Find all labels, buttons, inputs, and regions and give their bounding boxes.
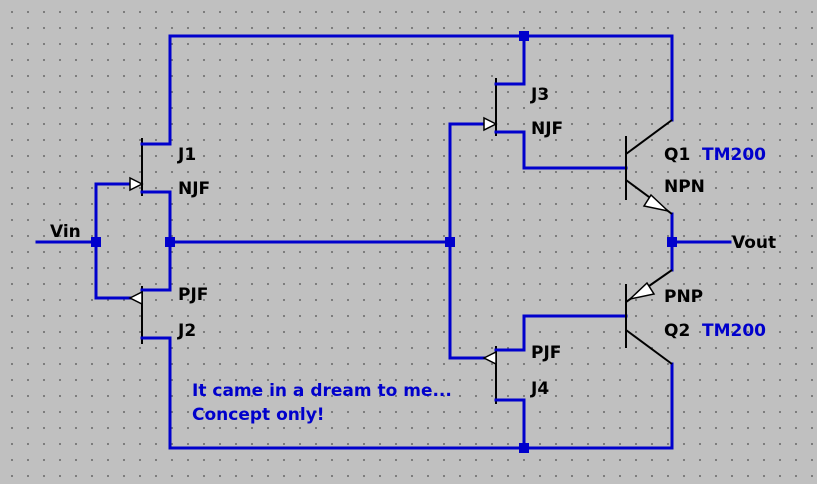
wire-j3-source-q1-base[interactable] (522, 130, 628, 170)
jfet-j3[interactable] (483, 78, 526, 136)
junction-j1-j2-source (165, 237, 175, 247)
junction-top-rail (519, 31, 529, 41)
j2-drain-lead (140, 336, 172, 348)
q2-emitter-arrow (627, 281, 656, 301)
j2-gate-arrow (128, 290, 143, 306)
junctions (91, 31, 677, 453)
j4-ref-label: J4 (530, 379, 549, 399)
q2-value-label: TM200 (702, 321, 766, 341)
j1-gate-arrow (129, 176, 144, 192)
j4-model-label: PJF (531, 343, 561, 363)
comment-line-2: Concept only! (192, 405, 325, 425)
junction-bottom-rail (519, 443, 529, 453)
bjt-q1[interactable] (625, 119, 673, 215)
q1-value-label: TM200 (702, 145, 766, 165)
junction-vin (91, 237, 101, 247)
jfet-j4[interactable] (482, 346, 526, 404)
j4-gate-arrow (482, 350, 497, 366)
j3-gate-arrow (483, 116, 498, 132)
q2-collector-leg (625, 329, 673, 365)
net-label-vout: Vout (732, 233, 776, 253)
j1-model-label: NJF (178, 179, 210, 199)
comment-line-1: It came in a dream to me... (192, 381, 452, 401)
q1-collector-leg (625, 119, 673, 155)
junction-vout (667, 237, 677, 247)
labels: Vin Vout J1 NJF PJF J2 J3 NJF PJF J4 Q1 … (50, 85, 776, 425)
j3-ref-label: J3 (530, 85, 549, 105)
j2-ref-label: J2 (177, 321, 196, 341)
jfet-j1[interactable] (129, 134, 172, 196)
jfet-j2[interactable] (128, 286, 172, 348)
q1-ref-label: Q1 (664, 145, 690, 165)
j2-model-label: PJF (178, 285, 208, 305)
wire-j4-source-q2-base[interactable] (522, 314, 628, 352)
q1-emitter-arrow (642, 193, 671, 213)
j3-model-label: NJF (531, 119, 563, 139)
wires (35, 34, 732, 450)
net-label-vin: Vin (50, 222, 81, 242)
bjt-q2[interactable] (625, 269, 673, 365)
j1-ref-label: J1 (177, 145, 196, 165)
j1-drain-lead (140, 134, 172, 146)
junction-gate-bus (445, 237, 455, 247)
q2-ref-label: Q2 (664, 321, 690, 341)
q2-type-label: PNP (664, 287, 703, 307)
q1-type-label: NPN (664, 177, 705, 197)
